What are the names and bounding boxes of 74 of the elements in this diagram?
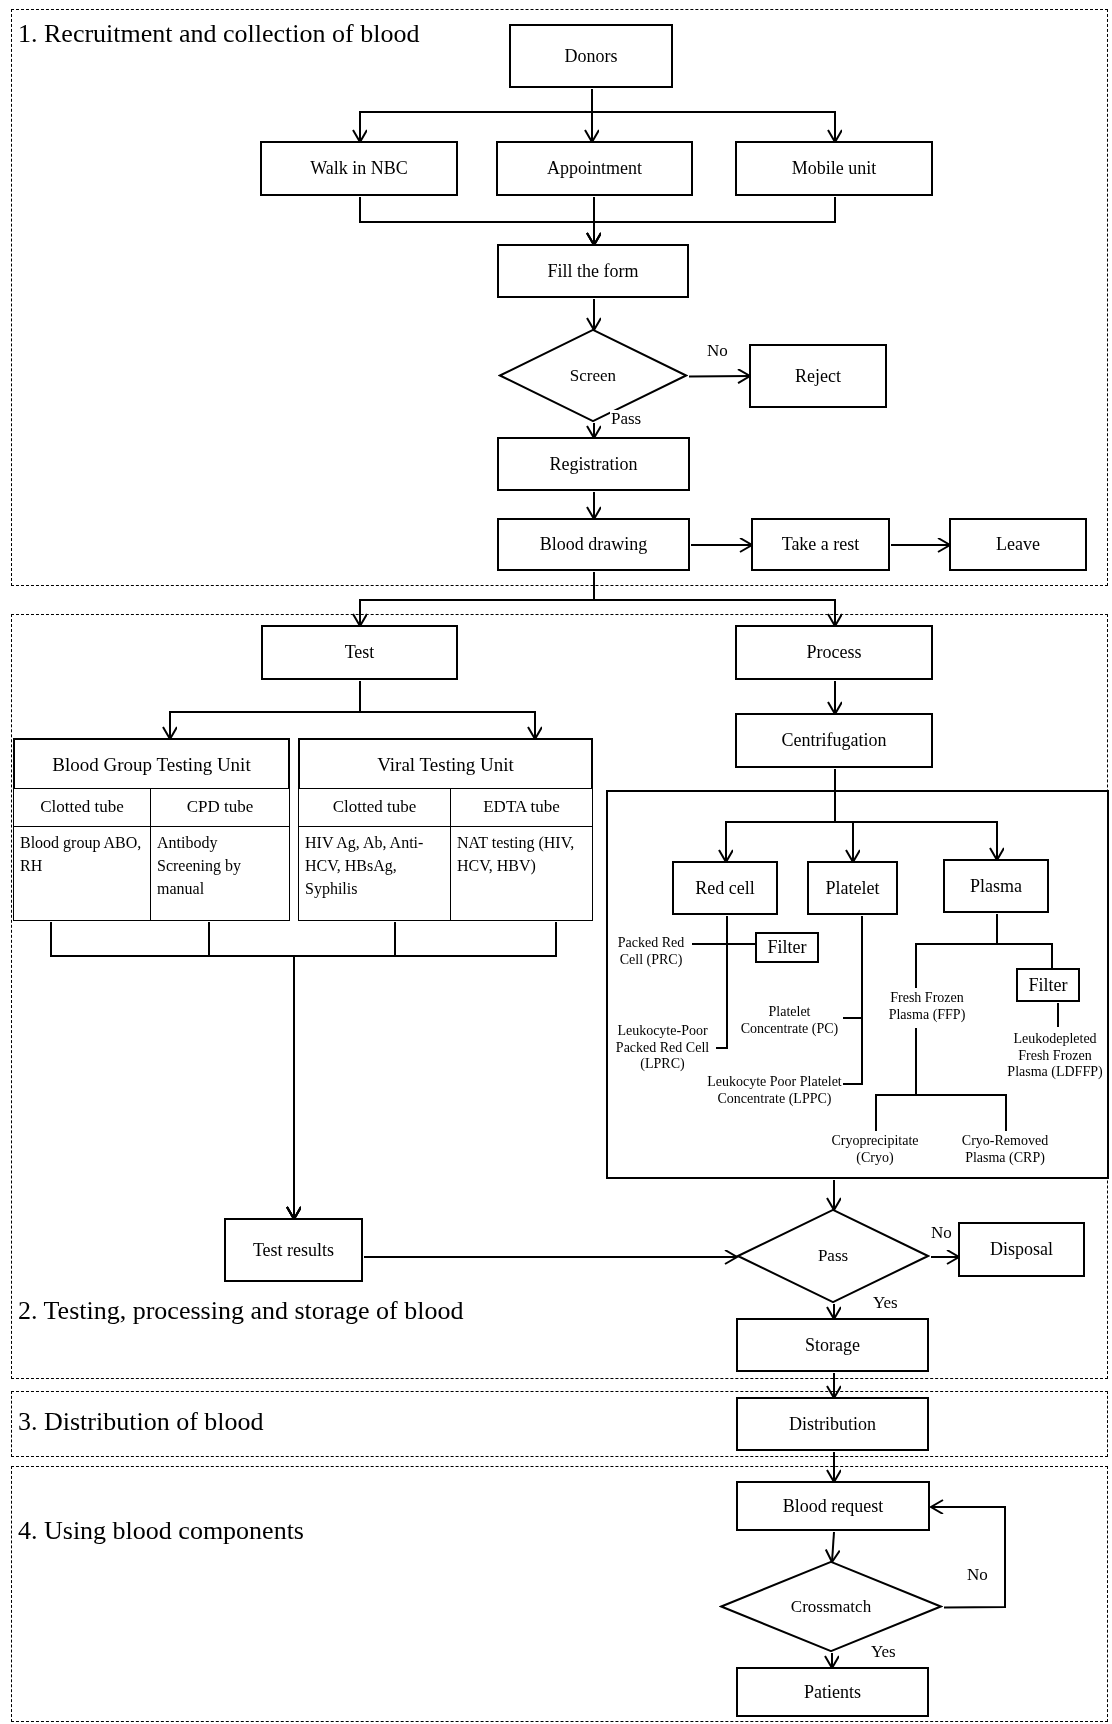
table-panel [298,738,593,921]
section-frame [11,614,1108,1379]
table-panel [13,738,290,921]
process-box: Reject [749,344,887,408]
table-cell: Antibody Screening by manual [150,826,290,921]
process-box: Fill the form [497,244,689,298]
process-box: Registration [497,437,690,491]
connector-line [715,915,728,1049]
process-box: Centrifugation [735,713,933,768]
arrow [286,921,557,1220]
table-cell: Clotted tube [298,788,451,827]
process-box: Filter [755,932,819,963]
arrow [826,1179,842,1211]
process-box: Leave [949,518,1087,571]
arrow [591,88,843,143]
arrow [930,1249,960,1265]
process-box: Appointment [496,141,693,196]
section-frame [11,1391,1108,1457]
process-box: Distribution [736,1397,929,1451]
table-heading: Blood Group Testing Unit [51,753,252,777]
arrow [363,1249,738,1265]
table-cell: NAT testing (HIV, HCV, HBV) [450,826,593,921]
process-box: Patients [736,1667,929,1717]
component-label: Packed Red Cell (PRC) [611,929,691,975]
process-box: Blood request [736,1481,930,1531]
process-box: Red cell [672,861,778,915]
process-box: Filter [1016,968,1080,1002]
table-cell: EDTA tube [450,788,593,827]
arrow [586,422,602,439]
arrow [827,680,843,715]
connector-line [1057,1002,1059,1028]
process-box: Blood drawing [497,518,690,571]
section-frame [11,9,1108,586]
process-box: Take a rest [751,518,890,571]
component-label: Fresh Frozen Plasma (FFP) [881,987,973,1027]
arrow [359,680,543,740]
arrow [824,1652,840,1669]
table-cell: CPD tube [150,788,290,827]
arrow [890,537,951,553]
process-box: Platelet [807,861,898,915]
table-cell: HIV Ag, Ab, Anti-HCV, HBsAg, Syphilis [298,826,451,921]
section-frame [11,1466,1108,1722]
process-box: Donors [509,24,673,88]
process-box: Process [735,625,933,680]
connector-line [915,1027,1007,1132]
connector-line [996,913,1053,970]
connector-line [842,915,863,1085]
arrow [690,537,753,553]
arrow [834,768,1005,861]
process-box: Storage [736,1318,929,1372]
group-frame [606,790,1109,1179]
process-box: Disposal [958,1222,1085,1277]
process-box: Test results [224,1218,363,1282]
process-box: Mobile unit [735,141,933,196]
table-heading: Viral Testing Unit [376,753,515,777]
component-label: Platelet Concentrate (PC) [737,999,842,1043]
arrow [930,1499,1006,1609]
component-label: Leukodepleted Fresh Frozen Plasma (LDFFP) [1003,1026,1107,1086]
arrow [824,1531,841,1563]
process-box: Walk in NBC [260,141,458,196]
arrow [593,571,843,627]
process-box: Plasma [943,859,1049,913]
arrow [688,368,751,385]
arrow [586,491,602,520]
arrow [826,1451,842,1483]
component-label: Cryo-Removed Plasma (CRP) [951,1130,1059,1170]
arrow [586,298,602,331]
component-label: Cryoprecipitate (Cryo) [821,1130,929,1170]
arrow [826,1372,842,1399]
arrow [826,1303,842,1320]
arrow [586,196,836,246]
table-cell: Blood group ABO, RH [13,826,151,921]
process-box: Test [261,625,458,680]
table-cell: Clotted tube [13,788,151,827]
